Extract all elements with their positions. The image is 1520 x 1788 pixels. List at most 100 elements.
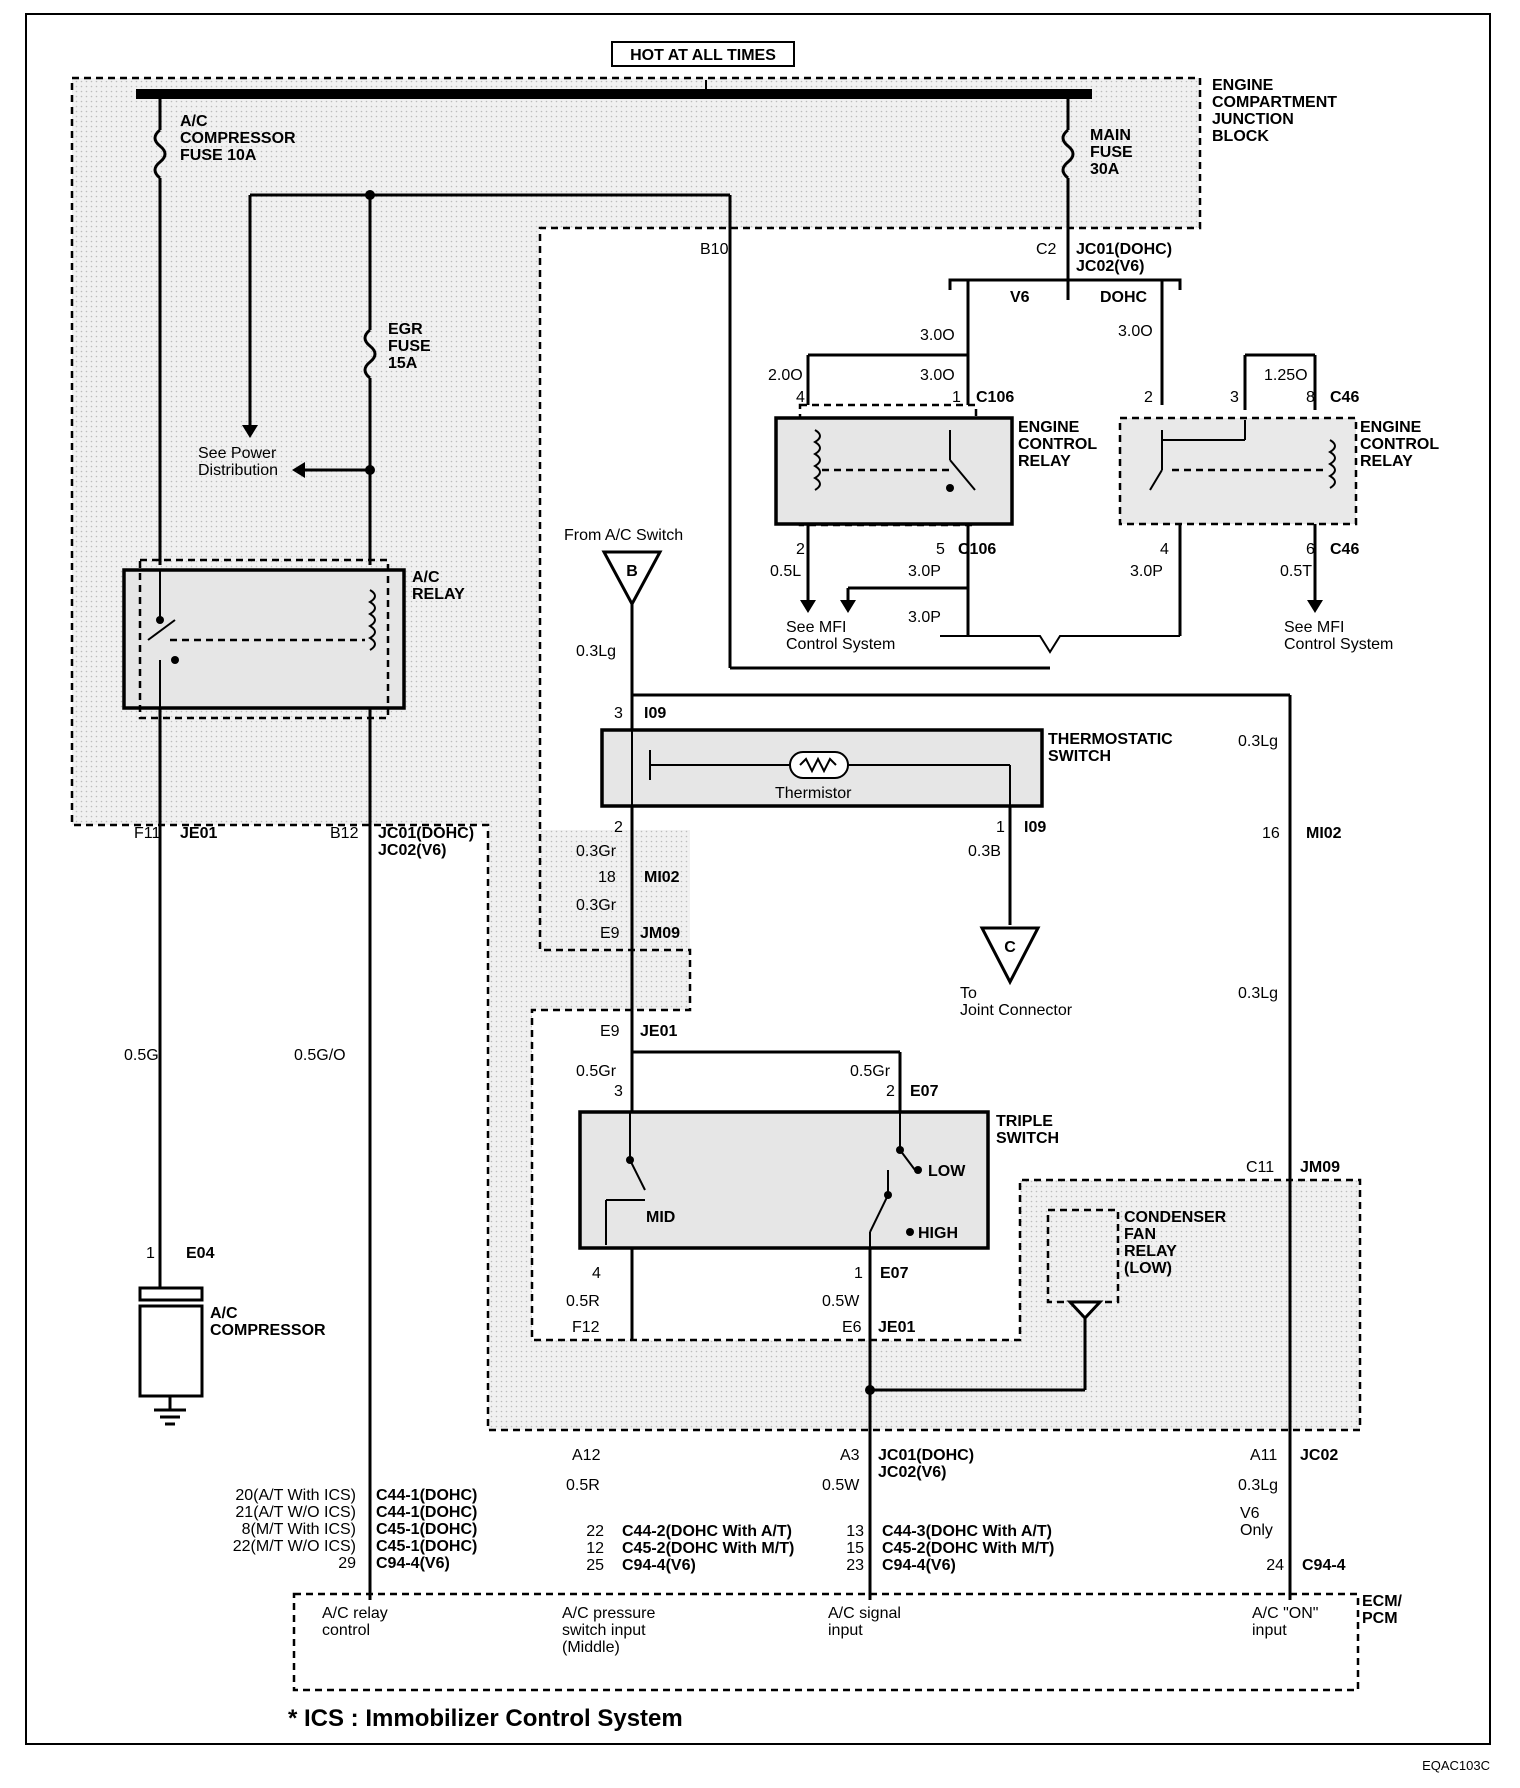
label-w05W-a: 0.5W <box>822 1293 860 1310</box>
label-w05Gr-a: 0.5Gr <box>576 1063 617 1080</box>
label-A11: A11 <box>1250 1447 1277 1464</box>
label-mi02-a: MI02 <box>644 869 680 886</box>
triple-low-label: LOW <box>928 1163 966 1180</box>
label-w03Gr-a: 0.3Gr <box>576 843 617 860</box>
label-je01-a: JE01 <box>640 1023 677 1040</box>
from-ac-switch: B From A/C Switch <box>564 527 683 608</box>
label-c106-top: C106 <box>976 389 1014 406</box>
label-jm09-a: JM09 <box>640 925 680 942</box>
label-w05R-b: 0.5R <box>566 1477 600 1494</box>
label-w05G: 0.5G <box>124 1047 159 1064</box>
label-w05T: 0.5T <box>1280 563 1312 580</box>
ecm-relay-pin-nums: 20(A/T With ICS)21(A/T W/O ICS)8(M/T Wit… <box>233 1487 356 1572</box>
diagram-code: EQAC103C <box>1422 1758 1490 1773</box>
label-w20: 2.0O <box>768 367 803 384</box>
label-i09-bot: I09 <box>1024 819 1046 836</box>
label-E04: E04 <box>186 1245 215 1262</box>
label-p3-e07: 3 <box>614 1083 623 1100</box>
label-p2d: 2 <box>1144 389 1153 406</box>
label-w03B: 0.3B <box>968 843 1001 860</box>
label-jm09-b: JM09 <box>1300 1159 1340 1176</box>
triple-high-label: HIGH <box>918 1225 958 1242</box>
junction-block-shading <box>70 76 1362 1432</box>
thermistor-label: Thermistor <box>775 785 852 802</box>
label-w03Lg-b: 0.3Lg <box>1238 733 1278 750</box>
label-c106-bot: C106 <box>958 541 996 558</box>
label-w30c: 3.0O <box>920 367 955 384</box>
label-p8d: 8 <box>1306 389 1315 406</box>
label-w03Lg-c: 0.3Lg <box>1238 985 1278 1002</box>
label-p4-e07: 4 <box>592 1265 601 1282</box>
label-w30b: 3.0O <box>1118 323 1153 340</box>
label-w05Gr-b: 0.5Gr <box>850 1063 891 1080</box>
label-p6d: 6 <box>1306 541 1315 558</box>
label-w03Lg-d: 0.3Lg <box>1238 1477 1278 1494</box>
label-e07-b: E07 <box>880 1265 909 1282</box>
label-p3-i09: 3 <box>614 705 623 722</box>
label-w03Gr-b: 0.3Gr <box>576 897 617 914</box>
label-je01-c: JE01 <box>180 825 217 842</box>
footnote: * ICS : Immobilizer Control System <box>288 1705 683 1732</box>
ecm-on-input: A/C "ON"input <box>1252 1605 1318 1639</box>
outer-frame <box>25 13 1491 1745</box>
connector-C: C <box>1004 939 1016 956</box>
label-w30a: 3.0O <box>920 327 955 344</box>
label-p16: 16 <box>1262 825 1280 842</box>
label-w30P-c: 3.0P <box>1130 563 1163 580</box>
label-w05W-b: 0.5W <box>822 1477 860 1494</box>
label-JC02: JC02 <box>1300 1447 1338 1464</box>
label-e07-a: E07 <box>910 1083 939 1100</box>
ecm-title: ECM/PCM <box>1362 1593 1403 1627</box>
label-w125: 1.25O <box>1264 367 1308 384</box>
label-c46-top: C46 <box>1330 389 1359 406</box>
label-w30P-b: 3.0P <box>908 609 941 626</box>
label-DOHC: DOHC <box>1100 289 1148 306</box>
label-E6: E6 <box>842 1319 862 1336</box>
label-V6: V6 <box>1010 289 1030 306</box>
ecm-on-pin-num: 24 <box>1266 1557 1284 1574</box>
label-p18: 18 <box>598 869 616 886</box>
label-E9-a: E9 <box>600 925 620 942</box>
ecm-on-pin-conn: C94-4 <box>1302 1557 1346 1574</box>
label-p4: 4 <box>796 389 805 406</box>
label-p5: 5 <box>936 541 945 558</box>
label-p1-i09: 1 <box>996 819 1005 836</box>
label-E9-b: E9 <box>600 1023 620 1040</box>
label-w30P-a: 3.0P <box>908 563 941 580</box>
from-ac-switch-label: From A/C Switch <box>564 527 683 544</box>
ecm-sig-pin-conns: C44-3(DOHC With A/T)C45-2(DOHC With M/T)… <box>882 1523 1054 1574</box>
ecm-relay-pin-conns: C44-1(DOHC)C44-1(DOHC)C45-1(DOHC)C45-1(D… <box>376 1487 477 1572</box>
connector-B: B <box>626 563 638 580</box>
label-p2-i09: 2 <box>614 819 623 836</box>
label-C2: C2 <box>1036 241 1057 258</box>
label-jc01-mid: JC01(DOHC)JC02(V6) <box>378 825 474 859</box>
label-p1-e07: 1 <box>854 1265 863 1282</box>
label-p3d: 3 <box>1230 389 1239 406</box>
